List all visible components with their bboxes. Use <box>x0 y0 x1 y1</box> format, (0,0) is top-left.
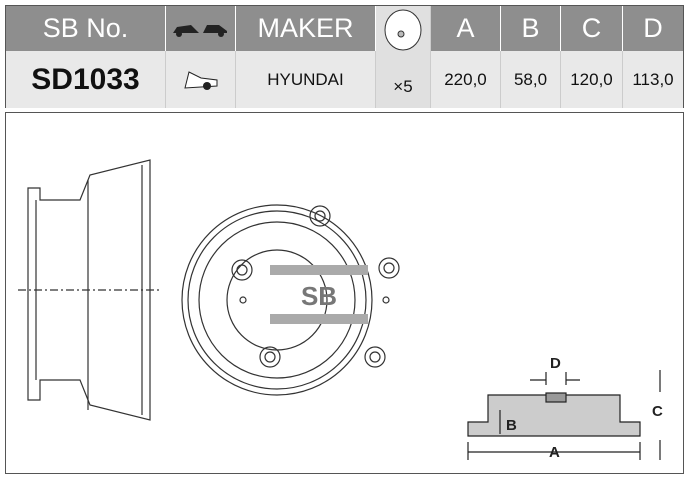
rear-axle-icon <box>166 51 236 108</box>
front-view <box>181 204 400 396</box>
a-value: 220,0 <box>431 51 501 108</box>
header-maker: MAKER <box>236 6 376 51</box>
header-sb-no: SB No. <box>6 6 166 51</box>
dimension-diagram <box>467 370 661 460</box>
d-value: 113,0 <box>623 51 683 108</box>
label-c: C <box>652 403 663 420</box>
logo-bar-bottom <box>270 314 368 324</box>
header-c: C <box>561 6 623 51</box>
b-value: 58,0 <box>501 51 561 108</box>
drawing-frame <box>5 112 684 474</box>
sb-number: SD1033 <box>6 51 166 108</box>
header-d: D <box>623 6 683 51</box>
logo-bar-top <box>270 265 368 275</box>
spec-table: SB No. MAKER A B C D SD1033 HYUNDAI ×5 2… <box>5 5 684 108</box>
bolt-holes-icon <box>376 6 431 108</box>
label-d: D <box>550 355 561 372</box>
header-b: B <box>501 6 561 51</box>
side-view <box>18 159 160 421</box>
c-value: 120,0 <box>561 51 623 108</box>
maker-value: HYUNDAI <box>236 51 376 108</box>
sb-logo: SB <box>301 281 337 311</box>
header-a: A <box>431 6 501 51</box>
label-a: A <box>549 444 560 461</box>
car-type-icon <box>166 6 236 51</box>
label-b: B <box>506 417 517 434</box>
holes-value: ×5 <box>376 51 431 108</box>
